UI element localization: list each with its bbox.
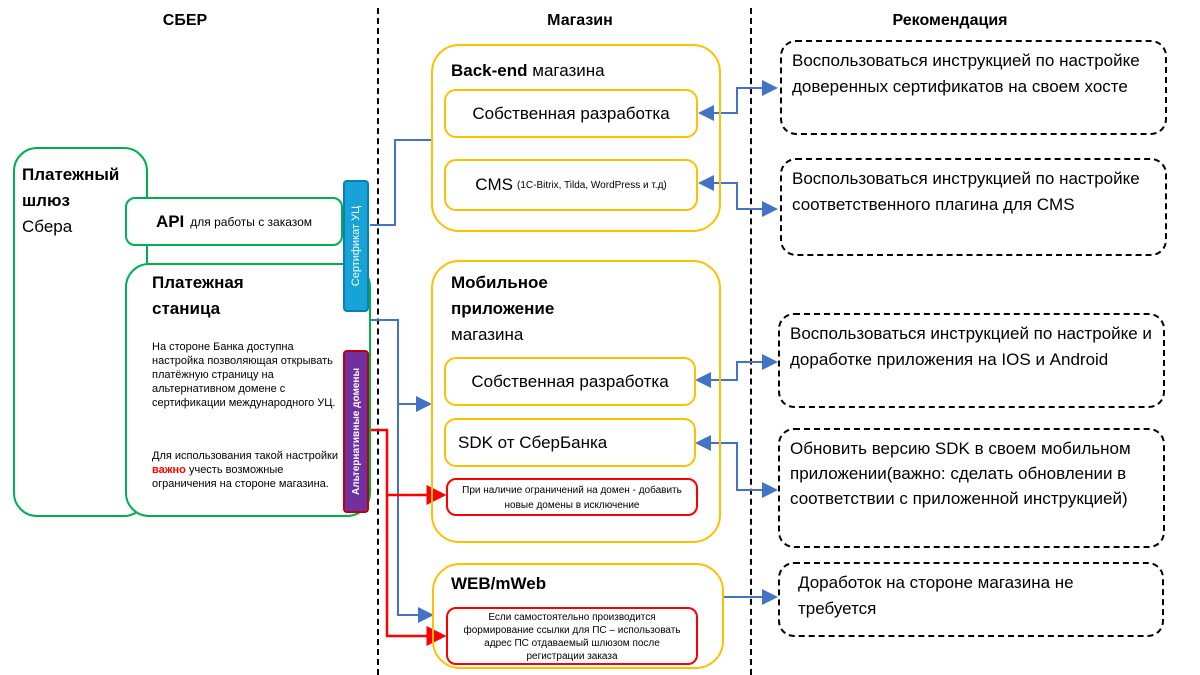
cms-sub-label: (1C-Bitrix, Tilda, WordPress и т.д) — [517, 179, 667, 191]
mobile-own-dev-box: Собственная разработка — [444, 357, 696, 406]
domain-note-box: При наличие ограничений на домен - добав… — [446, 478, 698, 516]
payment-page-title: Платежная станица — [152, 270, 244, 322]
cms-box: CMS (1C-Bitrix, Tilda, WordPress и т.д) — [444, 159, 698, 211]
backend-own-dev-label: Собственная разработка — [472, 103, 670, 123]
payment-page-title-line1: Платежная — [152, 273, 244, 292]
web-note-box: Если самостоятельно производится формиро… — [446, 607, 698, 665]
cms-label: CMS — [475, 175, 514, 194]
alt-domains-tab: Альтернативные домены — [343, 350, 369, 513]
recommendation-3: Воспользоваться инструкцией по настройке… — [778, 313, 1165, 408]
payment-page-desc-2: Для использования такой настройки важно … — [152, 449, 338, 491]
recommendation-4: Обновить версию SDK в своем мобильном пр… — [778, 428, 1165, 548]
mobile-own-dev-label: Собственная разработка — [471, 371, 669, 391]
web-note-text: Если самостоятельно производится формиро… — [463, 612, 681, 662]
payment-page-desc-2a: Для использования такой настройки — [152, 450, 338, 462]
divider-left — [377, 8, 379, 675]
alt-domains-tab-label: Альтернативные домены — [350, 368, 362, 495]
api-box: API для работы с заказом — [125, 197, 343, 246]
mobile-app-title: Мобильное приложение магазина — [451, 270, 554, 348]
payment-page-box — [125, 263, 371, 517]
api-label: API — [155, 211, 185, 231]
divider-right — [750, 8, 752, 675]
important-word: важно — [152, 464, 186, 476]
web-title: WEB/mWeb — [451, 574, 547, 593]
cert-tab: Сертификат УЦ — [343, 180, 369, 312]
mobile-app-box — [431, 260, 721, 543]
payment-page-desc-2c: учесть возможные ограничения на стороне … — [152, 464, 329, 490]
web-box — [432, 563, 724, 669]
backend-title: Back-end магазина — [451, 61, 605, 81]
domain-note-text: При наличие ограничений на домен - добав… — [462, 485, 682, 511]
api-desc: для работы с заказом — [190, 214, 313, 229]
recommendation-1: Воспользоваться инструкцией по настройке… — [780, 40, 1167, 135]
payment-page-title-line2: станица — [152, 299, 221, 318]
mobile-title-line2: приложение — [451, 299, 555, 318]
mobile-title-line1: Мобильное — [451, 273, 548, 292]
recommendation-2: Воспользоваться инструкцией по настройке… — [780, 158, 1167, 256]
payment-gateway-title: Платежный шлюз Сбера — [22, 162, 119, 240]
payment-page-desc-1: На стороне Банка доступна настройка позв… — [152, 341, 336, 409]
backend-own-dev-box: Собственная разработка — [444, 89, 698, 138]
column-title-recommendation: Рекомендация — [892, 12, 1008, 29]
gateway-title-line1: Платежный — [22, 165, 120, 184]
backend-box — [431, 44, 721, 232]
column-title-sber: СБЕР — [162, 12, 208, 29]
backend-title-rest: магазина — [527, 61, 605, 80]
cert-tab-label: Сертификат УЦ — [350, 205, 362, 287]
gateway-title-line2: шлюз — [22, 191, 70, 210]
gateway-title-line3: Сбера — [22, 217, 73, 236]
sdk-box: SDK от СберБанка — [444, 418, 696, 467]
column-title-shop: Магазин — [547, 12, 613, 29]
mobile-title-line3: магазина — [451, 325, 524, 344]
recommendation-5: Доработок на стороне магазина не требует… — [778, 562, 1164, 637]
backend-title-bold: Back-end — [451, 61, 528, 80]
sdk-label: SDK от СберБанка — [458, 432, 608, 452]
